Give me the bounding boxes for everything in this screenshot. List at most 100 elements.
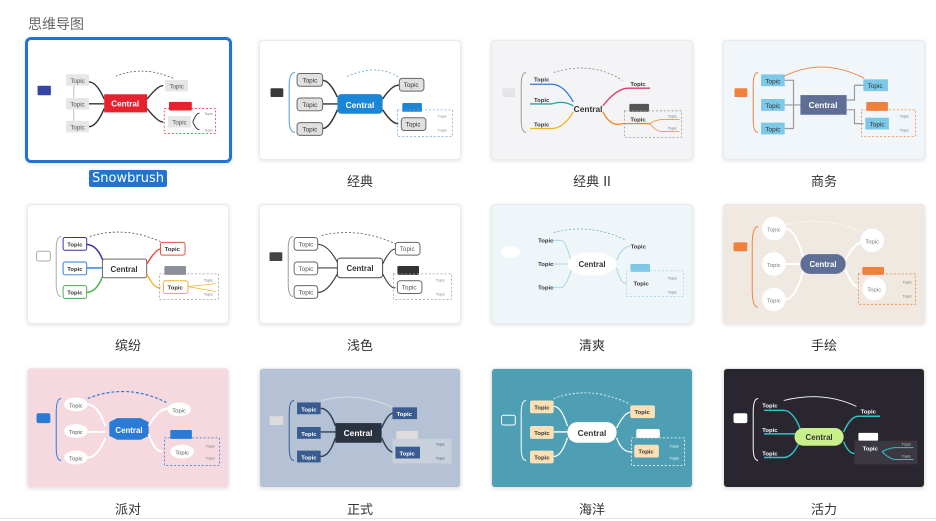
template-label[interactable]: 正式	[346, 503, 373, 518]
template-card-ocean[interactable]: Topic Topic Topic Central Topic Topic To…	[491, 368, 693, 488]
topic-label: Topic	[631, 244, 647, 250]
topic-label: Topic	[762, 428, 778, 434]
divider	[0, 518, 936, 519]
subtopic-label: Topic	[902, 442, 911, 447]
central-label: Central	[111, 100, 139, 109]
topic-label: Topic	[534, 431, 550, 437]
topic-label: Topic	[70, 102, 84, 109]
topic-label: Topic	[402, 285, 418, 292]
topic-label: Topic	[538, 286, 554, 292]
template-card-light[interactable]: Topic Topic Topic Central Topic Topic To…	[259, 204, 461, 324]
topic-label: Topic	[301, 432, 317, 438]
subtopic-label: Topic	[903, 280, 912, 285]
topic-label: Topic	[397, 412, 413, 418]
template-label[interactable]: Snowbrush	[27, 170, 229, 187]
topic-label: Topic	[534, 77, 550, 83]
topic-label: Topic	[638, 450, 654, 456]
central-label: Central	[346, 264, 373, 273]
subtopic-label: Topic	[436, 278, 445, 283]
subtopic-label: Topic	[900, 127, 909, 132]
topic-label: Topic	[534, 405, 550, 411]
topic-label: Topic	[767, 298, 781, 304]
topic-label: Topic	[762, 452, 778, 458]
topic-label: Topic	[538, 238, 554, 244]
topic-label: Topic	[765, 103, 781, 110]
template-preview: Topic Topic Topic Central Topic Topic To…	[500, 228, 684, 297]
template-label[interactable]: 浅色	[346, 339, 373, 354]
subtopic-label: Topic	[900, 114, 909, 119]
topic-label: Topic	[67, 267, 83, 273]
topic-label: Topic	[169, 84, 183, 91]
subtopic-label: Topic	[903, 293, 912, 298]
subtopic-label: Topic	[438, 127, 447, 132]
template-label[interactable]: 经典	[346, 175, 373, 190]
template-card-classic-ii[interactable]: Topic Topic Topic Central Topic Topic To…	[491, 40, 693, 160]
template-card-snowbrush[interactable]: Topic Topic Topic Central Topic Topic To…	[25, 37, 232, 163]
topic-label: Topic	[69, 456, 83, 462]
topic-label: Topic	[302, 77, 318, 84]
topic-label: Topic	[865, 239, 879, 245]
template-card-classic[interactable]: Topic Topic Topic Central Topic Topic To…	[259, 40, 461, 160]
template-card-vibrant[interactable]: Topic Topic Topic Central Topic Topic To…	[723, 368, 925, 488]
subtopic-label: Topic	[204, 278, 213, 283]
subtopic-label: Topic	[436, 442, 445, 447]
topic-label: Topic	[765, 78, 781, 85]
subtopic-label: Topic	[668, 126, 677, 131]
subtopic-label: Topic	[206, 455, 215, 460]
topic-label: Topic	[302, 102, 318, 109]
topic-label: Topic	[404, 82, 420, 89]
template-label[interactable]: 派对	[114, 503, 141, 518]
central-label: Central	[809, 260, 836, 269]
subtopic-label: Topic	[670, 444, 679, 449]
central-label: Central	[574, 104, 603, 114]
template-label[interactable]: 商务	[810, 175, 837, 190]
template-preview: Topic Topic Topic Central Topic Topic To…	[733, 396, 918, 465]
subtopic-label: Topic	[204, 128, 213, 132]
template-card-handdrawn[interactable]: Topic Topic Topic Central Topic Topic To…	[723, 204, 925, 324]
template-preview: Topic Topic Topic Central Topic Topic To…	[269, 396, 452, 464]
template-label[interactable]: 缤纷	[114, 339, 141, 354]
template-preview: Topic Topic Topic Central Topic Topic To…	[733, 216, 916, 312]
topic-label: Topic	[69, 403, 83, 409]
template-label[interactable]: 活力	[810, 503, 837, 518]
subtopic-label: Topic	[204, 291, 213, 296]
topic-label: Topic	[302, 126, 318, 133]
topic-label: Topic	[69, 430, 83, 436]
template-label[interactable]: 海洋	[578, 503, 605, 518]
central-label: Central	[111, 265, 138, 274]
topic-label: Topic	[765, 126, 781, 133]
topic-label: Topic	[165, 247, 181, 253]
template-card-fresh[interactable]: Topic Topic Topic Central Topic Topic To…	[491, 204, 693, 324]
topic-label: Topic	[630, 118, 646, 124]
template-card-formal[interactable]: Topic Topic Topic Central Topic Topic To…	[259, 368, 461, 488]
template-preview: Topic Topic Topic Central Topic Topic To…	[502, 67, 682, 138]
template-label[interactable]: 经典 II	[573, 175, 611, 190]
template-preview: Topic Topic Topic Central Topic Topic To…	[36, 390, 220, 466]
topic-label: Topic	[538, 262, 554, 268]
topic-label: Topic	[767, 228, 781, 234]
template-label[interactable]: 清爽	[578, 339, 605, 354]
template-label[interactable]: 手绘	[810, 339, 837, 354]
template-card-party[interactable]: Topic Topic Topic Central Topic Topic To…	[27, 368, 229, 488]
topic-label: Topic	[172, 408, 186, 414]
central-label: Central	[346, 100, 375, 110]
subtopic-label: Topic	[668, 290, 677, 295]
central-label: Central	[578, 428, 607, 438]
topic-label: Topic	[762, 403, 778, 409]
topic-label: Topic	[298, 289, 314, 296]
topic-label: Topic	[400, 452, 416, 458]
topic-label: Topic	[298, 266, 314, 273]
topic-label: Topic	[400, 246, 416, 253]
template-card-business[interactable]: Topic Topic Topic Central Topic Topic To…	[723, 40, 925, 160]
template-card-colorful[interactable]: Topic Topic Topic Central Topic Topic To…	[27, 204, 229, 324]
central-label: Central	[578, 260, 605, 269]
template-preview: Topic Topic Topic Central Topic Topic To…	[36, 231, 219, 300]
subtopic-label: Topic	[668, 114, 677, 119]
topic-label: Topic	[67, 290, 83, 296]
topic-label: Topic	[175, 451, 189, 457]
subtopic-label: Topic	[438, 114, 447, 119]
topic-label: Topic	[168, 286, 184, 292]
subtopic-label: Topic	[668, 276, 677, 281]
topic-label: Topic	[298, 241, 314, 248]
topic-label: Topic	[534, 98, 550, 104]
